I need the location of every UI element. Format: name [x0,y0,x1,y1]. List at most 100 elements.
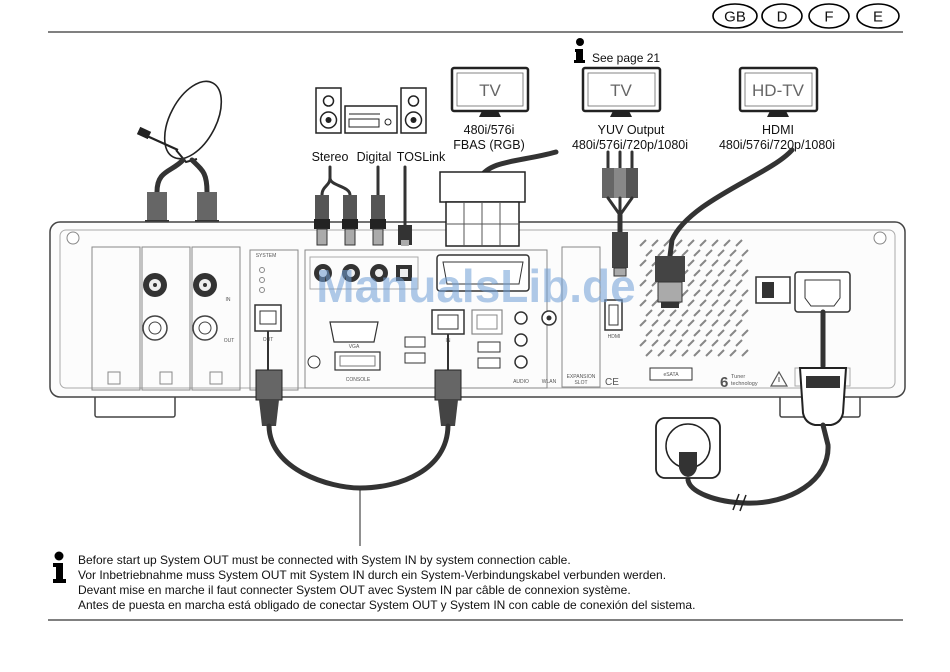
cable-break-mark [739,494,747,512]
vent-slot [711,339,719,347]
vent-slot [657,329,665,337]
vent-slot [729,349,737,357]
vent-slot [645,249,653,257]
vent-slot [657,349,665,357]
vent-slot [711,239,719,247]
tuner-slot-1 [91,246,141,391]
tuner-logo-sub: technology [731,381,758,387]
toslink-connector [398,225,412,246]
vent-slot [681,289,689,297]
vent-slot [651,239,659,247]
rca-connector [314,195,330,246]
vent-slot [711,279,719,287]
vent-slot [711,259,719,267]
rca-connector [370,195,386,246]
vent-slot [723,259,731,267]
vent-slot [645,329,653,337]
vent-slot [645,289,653,297]
vent-slot [687,339,695,347]
vent-slot [687,239,695,247]
tv-hdmi: HD-TV [738,66,819,117]
vent-slot [735,279,743,287]
vent-slot [729,309,737,317]
vent-slot [693,349,701,357]
language-label: E [873,9,883,26]
vent-slot [675,319,683,327]
warning-triangle-icon [769,370,789,387]
vent-slot [741,349,749,357]
vent-slot [735,319,743,327]
note-line-en: Before start up System OUT must be conne… [78,553,571,567]
audio-cables [314,165,412,246]
tv-label: HD-TV [752,81,805,100]
vent-slot [681,309,689,317]
vent-slot [675,339,683,347]
watermark: ManualsLib.de [316,260,635,312]
wlan-label: WLAN [542,379,557,385]
vent-slot [699,299,707,307]
language-badge-e: E [856,3,900,29]
screw [873,231,887,245]
vent-slot [675,239,683,247]
vent-slot [741,309,749,317]
vent-slot [723,319,731,327]
vent-slot [711,299,719,307]
power-switch [755,276,791,304]
vent-slot [663,319,671,327]
vent-slot [639,339,647,347]
tv-yuv: TV [581,66,662,117]
notes-info-icon [53,551,66,583]
vent-slot [693,309,701,317]
vent-slot [669,349,677,357]
tv-hdmi-signal: HDMI [762,123,794,137]
vent-slot [717,289,725,297]
vent-slot [693,249,701,257]
receiver-rear-panel: IN OUT SYSTEM OUT [49,221,906,418]
vent-slot [645,269,653,277]
vent-slot [639,319,647,327]
vent-slot [735,259,743,267]
language-label: GB [724,9,746,26]
vent-slot [693,289,701,297]
esata-port: eSATA [649,367,693,381]
digital-label: Digital [357,150,392,164]
vent-slot [651,299,659,307]
vent-slot [723,339,731,347]
vent-slot [693,329,701,337]
vent-slot [735,339,743,347]
scart-socket [436,254,530,292]
toslink-label: TOSLink [397,150,446,164]
esata-label: eSATA [663,372,679,378]
expansion-label: EXPANSION [567,374,596,380]
tv-yuv-resolution: 480i/576i/720p/1080i [572,138,688,152]
vent-slot [645,309,653,317]
wlan-connector: WLAN [541,310,557,385]
vent-slot [729,269,737,277]
ps2-port [307,355,321,369]
stereo-label: Stereo [312,150,349,164]
vent-slot [639,279,647,287]
vent-slot [723,279,731,287]
vent-slot [681,329,689,337]
usb-ports-right [477,341,501,369]
system-in-port: IN [431,309,465,344]
tv-yuv-signal: YUV Output [598,123,665,137]
audio-label: AUDIO [513,379,529,385]
vent-slot [705,309,713,317]
vent-slot [687,299,695,307]
startup-notes: Before start up System OUT must be conne… [78,553,695,612]
vent-slot [705,349,713,357]
tuner-logo-number: 6 [720,374,728,391]
console-label: CONSOLE [346,377,371,383]
system-out-port [254,304,282,332]
vent-slot [717,269,725,277]
tuner-technology-logo: 6 Tuner technology [720,374,758,391]
vent-slot [645,349,653,357]
stereo-system-icon [315,87,427,134]
ventilation-grille [639,239,749,357]
system-label: SYSTEM [256,253,277,259]
vent-slot [699,319,707,327]
hdmi-cable [655,147,795,308]
vent-slot [687,319,695,327]
